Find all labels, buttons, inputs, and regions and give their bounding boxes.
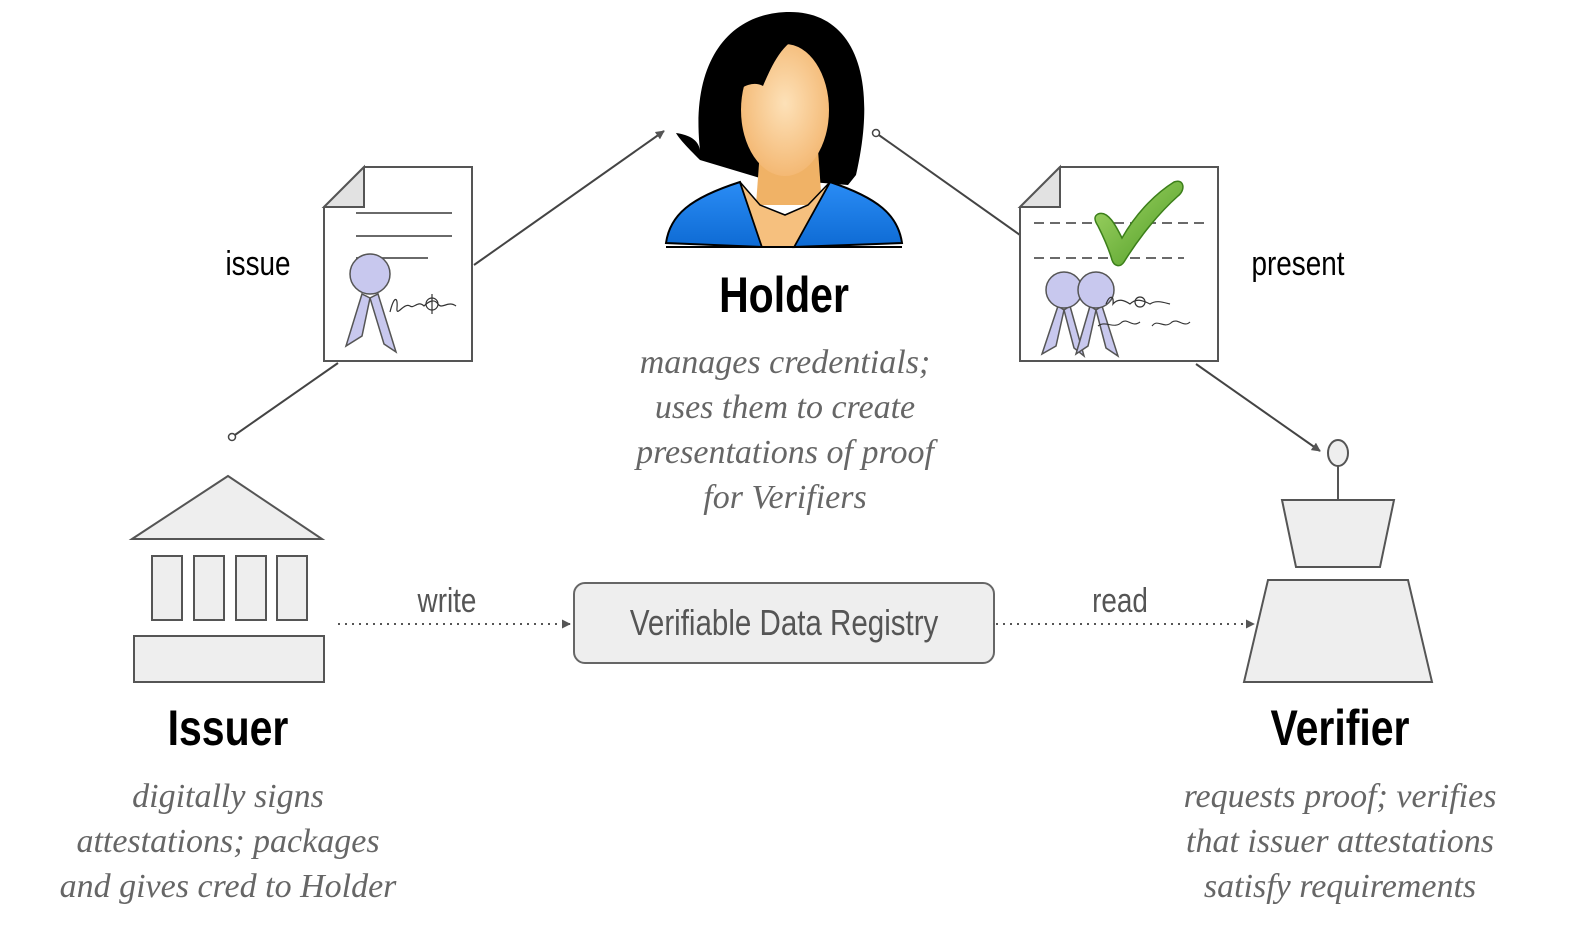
verifier-description-line: requests proof; verifies (1183, 778, 1497, 815)
podium-icon (1242, 439, 1434, 683)
issuer-description: digitally signs attestations; packages a… (8, 774, 448, 909)
holder-title: Holder (719, 267, 849, 323)
verified-presentation-icon (1017, 164, 1219, 362)
verifier-title: Verifier (1270, 700, 1410, 756)
bank-building-icon (128, 474, 326, 683)
issue-connector (227, 130, 665, 442)
issuer-description-line: attestations; packages (76, 823, 380, 860)
issuer-description-line: and gives cred to Holder (59, 868, 397, 905)
verifier-description: requests proof; verifies that issuer att… (1120, 774, 1560, 909)
verifier-description-line: satisfy requirements (1203, 868, 1477, 905)
holder-description: manages credentials; uses them to create… (560, 340, 1010, 520)
holder-description-line: presentations of proof (636, 434, 934, 471)
issue-label: issue (225, 245, 291, 283)
registry-label: Verifiable Data Registry (629, 602, 939, 643)
person-holder-icon (664, 12, 904, 249)
present-connector (871, 128, 1321, 452)
verifiable-data-registry: Verifiable Data Registry (573, 582, 995, 664)
read-label: read (1092, 582, 1148, 620)
write-label: write (417, 582, 477, 620)
holder-description-line: manages credentials; (639, 344, 931, 381)
holder-description-line: uses them to create (654, 389, 916, 426)
credential-document-icon (321, 164, 473, 362)
issuer-description-line: digitally signs (132, 778, 324, 815)
verifier-description-line: that issuer attestations (1186, 823, 1494, 860)
issuer-title: Issuer (167, 700, 289, 756)
present-label: present (1251, 245, 1345, 283)
holder-description-line: for Verifiers (703, 479, 867, 516)
